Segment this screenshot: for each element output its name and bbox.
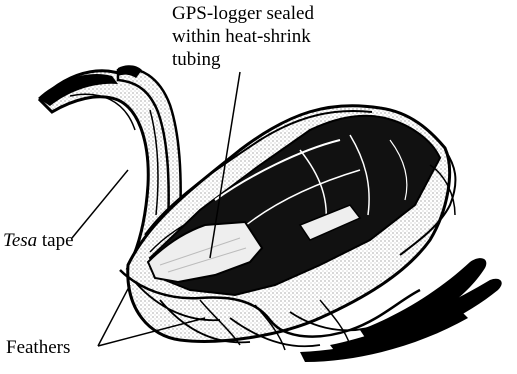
tesa-leader-line [72, 170, 128, 238]
gps-logger-label: GPS-logger sealed within heat-shrink tub… [172, 2, 314, 71]
gps-label-line-3: tubing [172, 48, 314, 71]
feathers-leader-line-1 [98, 285, 130, 346]
feathers-label: Feathers [6, 336, 70, 359]
tesa-tape-label: Tesa tape [3, 229, 74, 252]
gps-label-line-2: within heat-shrink [172, 25, 314, 48]
tesa-italic-word: Tesa [3, 230, 37, 251]
tesa-rest-word: tape [37, 230, 73, 251]
gps-label-line-1: GPS-logger sealed [172, 2, 314, 25]
